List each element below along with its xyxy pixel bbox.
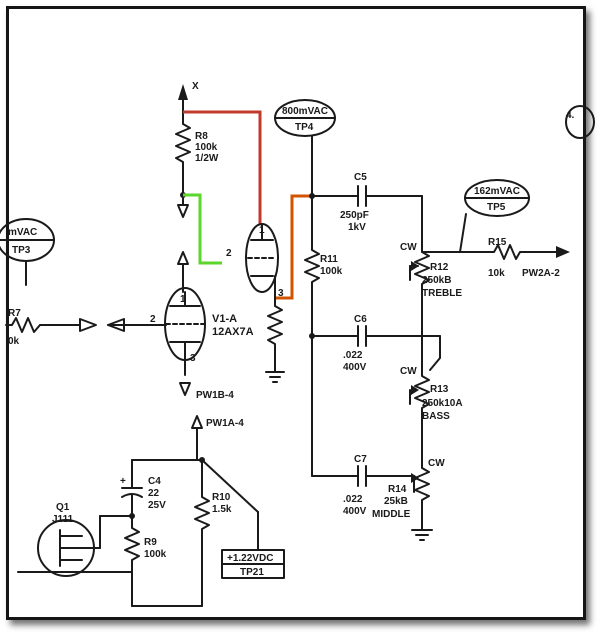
connector-right-arrow [79, 318, 97, 332]
v1b-pin2: 2 [226, 248, 232, 259]
v1a-pin2: 2 [150, 314, 156, 325]
c4-value: 22 [148, 488, 160, 499]
highlight-wire-red [183, 110, 262, 225]
pw1a-label: PW1A-4 [206, 418, 244, 429]
v1a-type: 12AX7A [212, 326, 254, 338]
test-point-tp5 [459, 179, 530, 253]
tp5-name: TP5 [487, 202, 506, 213]
v1a-pin1: 1 [180, 294, 186, 305]
r10-value: 1.5k [212, 504, 232, 515]
r7-value: 0k [8, 336, 20, 347]
r8-watt: 1/2W [195, 153, 219, 164]
c7-volt: 400V [343, 506, 367, 517]
tp3-name: TP3 [12, 245, 31, 256]
q1-name: Q1 [56, 502, 70, 513]
x-node-arrow [178, 84, 188, 119]
tp21-name: TP21 [240, 567, 264, 578]
tube-v1b [245, 223, 279, 299]
resistor-r7 [5, 317, 41, 333]
r14-fn: MIDDLE [372, 509, 411, 520]
c6-name: C6 [354, 314, 367, 325]
potentiometer-r12 [409, 247, 430, 301]
pw1b-label: PW1B-4 [196, 390, 234, 401]
highlight-wire-green [183, 193, 222, 265]
capacitor-c4 [121, 459, 143, 517]
c6-value: .022 [343, 350, 363, 361]
r12-value: 250kB [422, 275, 451, 286]
tp21-value: +1.22VDC [227, 553, 273, 564]
r7-name: R7 [8, 308, 21, 319]
v1b-pin3: 3 [278, 288, 284, 299]
r11-value: 100k [320, 266, 343, 277]
tp5-value: 162mVAC [474, 186, 520, 197]
resistor-r11 [304, 244, 320, 337]
resistor-r10 [194, 491, 210, 607]
c4-plus: + [120, 476, 126, 487]
test-point-tp3 [0, 218, 55, 286]
r9-value: 100k [144, 549, 167, 560]
connector-left-arrow [107, 318, 125, 332]
r15-value: 10k [488, 268, 505, 279]
connector-down-1 [177, 204, 189, 218]
resistor-cathode-v1b [265, 297, 285, 383]
r14-cw: CW [428, 458, 445, 469]
v1a-pin3: 3 [190, 353, 196, 364]
resistor-r9 [124, 515, 140, 607]
pw2a-label: PW2A-2 [522, 268, 560, 279]
v1a-name: V1-A [212, 313, 237, 325]
r14-value: 25kB [384, 496, 408, 507]
transistor-q1 [17, 515, 133, 577]
capacitor-c6 [357, 325, 367, 347]
c7-value: .022 [343, 494, 363, 505]
potentiometer-r13 [409, 335, 441, 463]
tp3-value: mVAC [8, 227, 37, 238]
potentiometer-r14 [411, 461, 433, 541]
tp-right-value: 4. [566, 110, 575, 121]
v1b-pin1: 1 [259, 225, 265, 236]
c4-name: C4 [148, 476, 161, 487]
x-node-label: X [192, 81, 199, 92]
schematic-frame [6, 6, 586, 620]
c5-name: C5 [354, 172, 367, 183]
connector-up-1 [177, 251, 189, 265]
tp4-value: 800mVAC [282, 106, 328, 117]
c5-volt: 1kV [348, 222, 366, 233]
c4-volt: 25V [148, 500, 166, 511]
r13-cw: CW [400, 366, 417, 377]
r12-cw: CW [400, 242, 417, 253]
test-point-tp4 [274, 99, 336, 197]
connector-pw1a [191, 415, 203, 429]
r13-name: R13 [430, 384, 449, 395]
resistor-r8 [175, 117, 191, 173]
test-point-partial [565, 105, 595, 139]
q1-type: J111 [52, 514, 74, 525]
connector-pw2a-arrow [556, 246, 570, 258]
r13-fn: BASS [422, 411, 450, 422]
r8-name: R8 [195, 131, 208, 142]
test-point-tp21 [221, 549, 285, 579]
wire-to-tp21 [201, 459, 259, 513]
r13-value: 250k10A [422, 398, 463, 409]
c7-name: C7 [354, 454, 367, 465]
r8-value: 100k [195, 142, 218, 153]
r15-name: R15 [488, 237, 507, 248]
r12-fn: TREBLE [422, 288, 462, 299]
r12-name: R12 [430, 262, 449, 273]
r10-name: R10 [212, 492, 231, 503]
r9-name: R9 [144, 537, 157, 548]
highlight-wire-orange [275, 194, 312, 300]
r11-name: R11 [320, 254, 338, 265]
capacitor-c7 [357, 465, 367, 487]
c6-volt: 400V [343, 362, 367, 373]
tp4-name: TP4 [295, 122, 314, 133]
c5-value: 250pF [340, 210, 369, 221]
capacitor-c5 [357, 185, 367, 207]
resistor-r15 [489, 244, 557, 260]
r14-name: R14 [388, 484, 407, 495]
connector-pw1b [179, 382, 191, 396]
